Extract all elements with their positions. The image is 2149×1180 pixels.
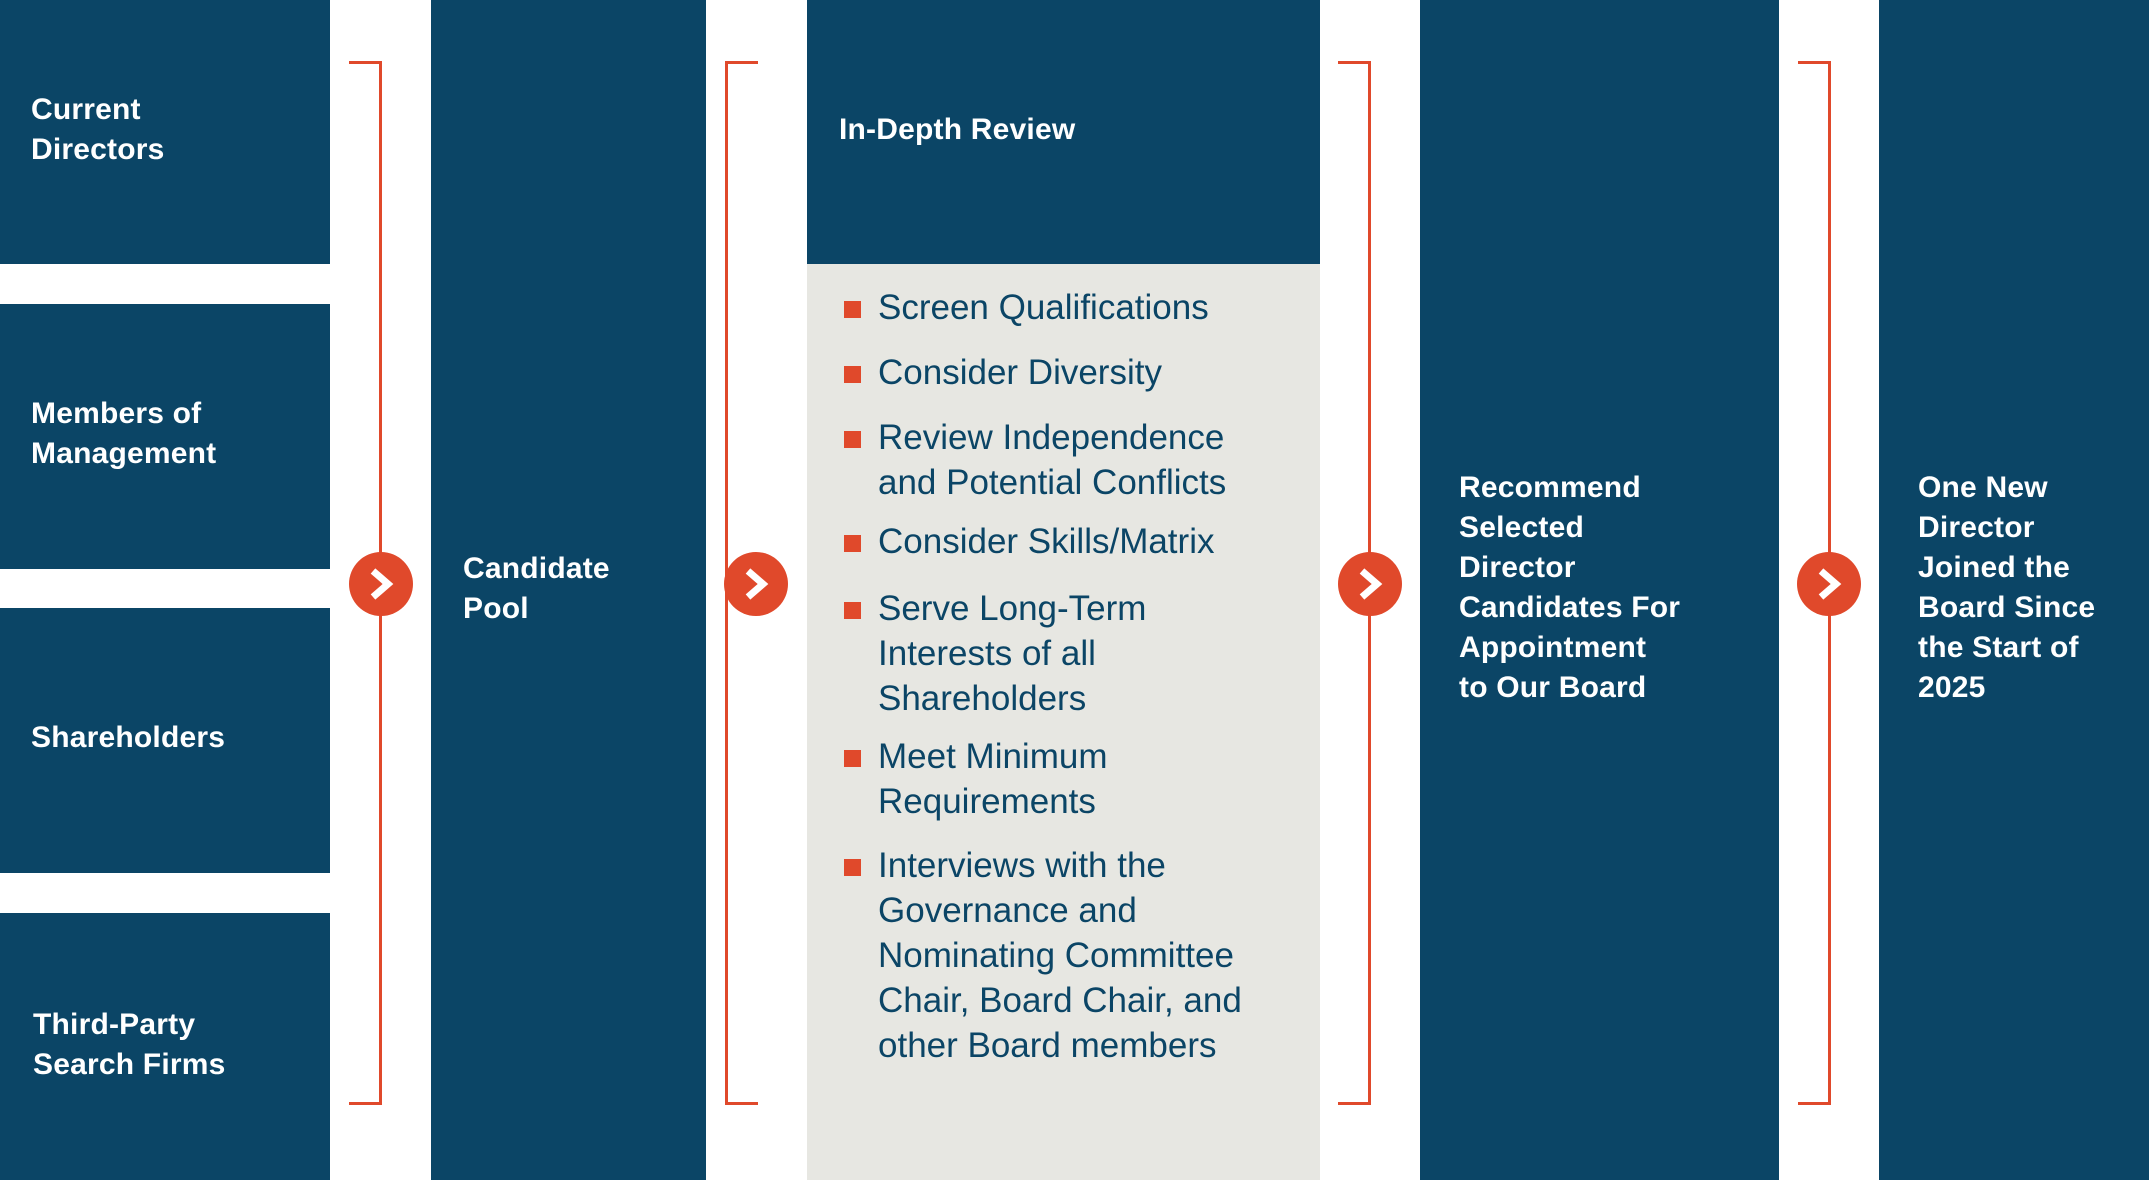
candidate-pool-label: Candidate Pool (463, 552, 610, 625)
square-bullet-icon (844, 602, 861, 619)
source-current-directors: Current Directors (0, 0, 330, 264)
square-bullet-icon (844, 431, 861, 448)
review-item: Consider Skills/Matrix (828, 519, 1308, 564)
review-item: Review Independence and Potential Confli… (828, 415, 1308, 505)
recommend-label: Recommend Selected Director Candidates F… (1459, 471, 1681, 704)
chevron-right-icon (1338, 552, 1402, 616)
source-label: Third-Party Search Firms (33, 1008, 226, 1081)
review-header: In-Depth Review (807, 0, 1320, 264)
square-bullet-icon (844, 535, 861, 552)
outcome-label: One New Director Joined the Board Since … (1918, 471, 2096, 704)
outcome-panel: One New Director Joined the Board Since … (1879, 0, 2149, 1180)
review-criteria-list: Screen Qualifications Consider Diversity… (828, 285, 1308, 1068)
square-bullet-icon (844, 859, 861, 876)
review-item: Screen Qualifications (828, 285, 1308, 330)
review-title: In-Depth Review (839, 113, 1076, 146)
square-bullet-icon (844, 301, 861, 318)
recommend-panel: Recommend Selected Director Candidates F… (1420, 0, 1779, 1180)
review-item: Serve Long-Term Interests of all Shareho… (828, 586, 1308, 721)
review-body (807, 264, 1320, 1180)
source-management: Members of Management (0, 304, 330, 569)
review-item: Consider Diversity (828, 350, 1308, 395)
candidate-pool-panel: Candidate Pool (431, 0, 706, 1180)
source-label: Current Directors (31, 93, 165, 166)
square-bullet-icon (844, 750, 861, 767)
review-item: Interviews with the Governance and Nomin… (828, 843, 1308, 1068)
review-item: Meet Minimum Requirements (828, 734, 1308, 824)
chevron-right-icon (349, 552, 413, 616)
chevron-right-icon (724, 552, 788, 616)
source-label: Shareholders (31, 721, 226, 754)
source-shareholders: Shareholders (0, 608, 330, 873)
source-search-firms: Third-Party Search Firms (0, 913, 330, 1180)
source-label: Members of Management (31, 397, 217, 470)
square-bullet-icon (844, 366, 861, 383)
chevron-right-icon (1797, 552, 1861, 616)
